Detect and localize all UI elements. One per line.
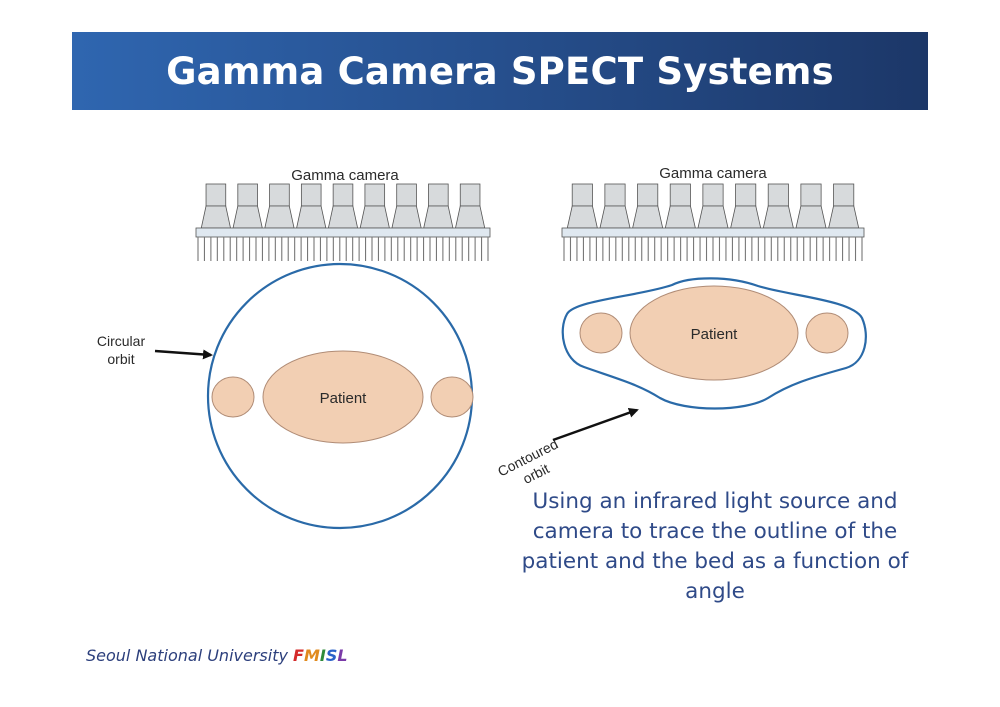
camera-module-flare [423,205,454,229]
right-gamma-camera [561,183,865,261]
camera-module-tube [669,183,691,207]
left-arm-left [211,376,255,418]
title-banner: Gamma Camera SPECT Systems [72,32,928,110]
camera-module-tube [459,183,481,207]
left-gamma-camera [195,183,491,261]
camera-module-flare [795,205,827,229]
camera-module-tube [637,183,659,207]
camera-module-tube [604,183,626,207]
camera-module-tube [428,183,449,207]
camera-module-tube [833,183,855,207]
camera-module-flare [359,205,390,229]
camera-module-tube [332,183,354,207]
camera-module-flare [296,205,327,229]
circular-orbit-label-line1: Circular [97,333,146,349]
camera-module-tube [396,183,417,207]
left-panel: Gamma camera Patient Circular orbit [97,167,491,530]
right-panel: Gamma camera Patient Contoured orbit [495,165,867,487]
right-arm-left [579,312,623,354]
explanation-caption: Using an infrared light source and camer… [521,489,909,604]
footer-institution: Seoul National University [86,646,288,665]
contoured-orbit [561,277,867,410]
circular-orbit-arrow [154,349,213,360]
camera-module-flare [599,205,631,229]
camera-module-tube [237,183,258,207]
camera-base-plate [195,227,491,238]
circular-orbit-label-line2: orbit [107,351,134,367]
contoured-orbit-arrow [552,407,639,442]
camera-module-flare [730,205,762,229]
camera-module-flare [200,205,232,229]
camera-module-tube [767,183,789,207]
right-arm-right [805,312,849,354]
right-patient-body [629,285,799,381]
camera-module-tube [735,183,757,207]
camera-module-flare [697,205,729,229]
camera-module-tube [269,183,290,207]
brand-letter-i: I [319,646,326,665]
camera-module-tube [571,183,593,207]
camera-module-flare [327,205,359,229]
camera-module-flare [762,205,794,229]
right-patient-label: Patient [691,326,739,343]
camera-module-tube [205,183,227,207]
camera-module-tube [364,183,386,207]
left-patient-label: Patient [320,390,368,407]
left-camera-label: Gamma camera [291,167,399,184]
slide-title: Gamma Camera SPECT Systems [166,49,834,93]
camera-module-flare [264,205,295,229]
camera-module-flare [232,205,263,229]
camera-module-tube [702,183,724,207]
brand-letter-s: S [325,646,338,665]
footer: Seoul National University FMISL [86,646,348,665]
camera-module-flare [828,205,860,229]
brand-letter-f: F [293,646,304,665]
camera-module-flare [664,205,696,229]
footer-brand: FMISL [293,646,348,665]
left-arm-right [430,376,474,418]
camera-module-flare [566,205,598,229]
right-camera-label: Gamma camera [659,165,767,182]
camera-module-tube [300,183,322,207]
camera-module-flare [391,205,422,229]
camera-module-flare [454,205,486,229]
camera-module-tube [800,183,822,207]
camera-base-plate [561,227,865,238]
brand-letter-m: M [303,646,320,665]
camera-module-flare [632,205,664,229]
brand-letter-l: L [337,646,348,665]
left-patient-body [262,350,424,444]
